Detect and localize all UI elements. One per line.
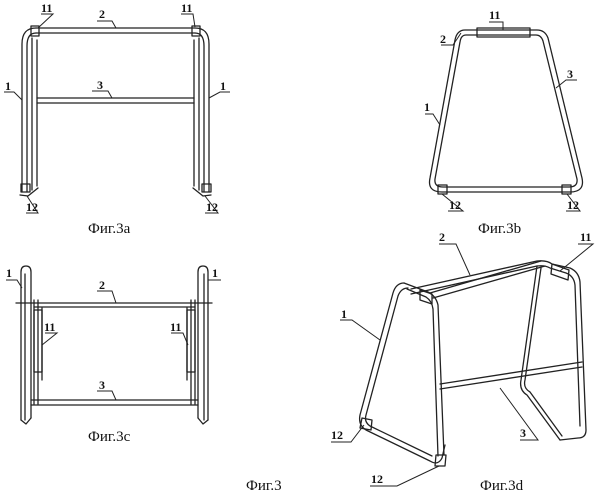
- label-3c-cross-bar: 3: [99, 378, 105, 392]
- label-3d-top-bar: 2: [439, 230, 445, 244]
- label-3d-foot-lower: 12: [371, 472, 383, 486]
- label-3a-cross-bar: 3: [97, 78, 103, 92]
- panel-3b: 11 2 3 1 12 12 Фиг.3b: [424, 8, 583, 237]
- panel-3c: 1 1 2 11 11 3 Фиг.3c: [6, 266, 221, 445]
- caption-3b: Фиг.3b: [478, 221, 521, 237]
- label-3d-frame: 1: [341, 307, 347, 321]
- label-3c-top-bar: 2: [99, 278, 105, 292]
- caption-3d: Фиг.3d: [480, 478, 524, 494]
- label-3b-top-bar: 2: [440, 32, 446, 46]
- label-3a-foot-left: 12: [26, 200, 38, 214]
- label-3c-joint-right: 11: [170, 320, 181, 334]
- panel-3a: 11 2 11 1 3 1 12 12 Фиг.3а: [4, 1, 230, 237]
- leader-lines-3d: [331, 244, 593, 486]
- label-3c-frame-left: 1: [6, 266, 12, 280]
- label-3b-joint: 11: [489, 8, 500, 22]
- label-3b-foot-left: 12: [449, 198, 461, 212]
- label-3d-joint: 11: [580, 230, 591, 244]
- frame-3b-tubes: [430, 28, 583, 194]
- label-3c-frame-right: 1: [212, 266, 218, 280]
- leader-lines-3a: [4, 14, 230, 213]
- label-3d-cross-bar: 3: [520, 426, 526, 440]
- panel-3d: 2 11 1 3 12 12 Фиг.3d: [331, 230, 593, 494]
- label-3a-foot-right: 12: [206, 200, 218, 214]
- caption-main: Фиг.3: [246, 478, 282, 494]
- label-3a-joint-left: 11: [41, 1, 52, 15]
- label-3b-cross-bar: 3: [567, 67, 573, 81]
- label-3b-foot-right: 12: [567, 198, 579, 212]
- label-3a-joint-right: 11: [181, 1, 192, 15]
- label-3a-frame-left: 1: [5, 79, 11, 93]
- leader-lines-3b: [425, 22, 580, 211]
- caption-3a: Фиг.3а: [88, 221, 131, 237]
- label-3c-joint-left: 11: [44, 320, 55, 334]
- label-3a-top-bar: 2: [99, 7, 105, 21]
- frame-3d-tubes: [360, 261, 586, 466]
- caption-3c: Фиг.3c: [88, 429, 131, 445]
- frame-3a-tubes: [20, 26, 211, 196]
- frame-3c-tubes: [16, 266, 212, 424]
- label-3d-foot-upper: 12: [331, 428, 343, 442]
- label-3a-frame-right: 1: [220, 79, 226, 93]
- label-3b-frame-left: 1: [424, 100, 430, 114]
